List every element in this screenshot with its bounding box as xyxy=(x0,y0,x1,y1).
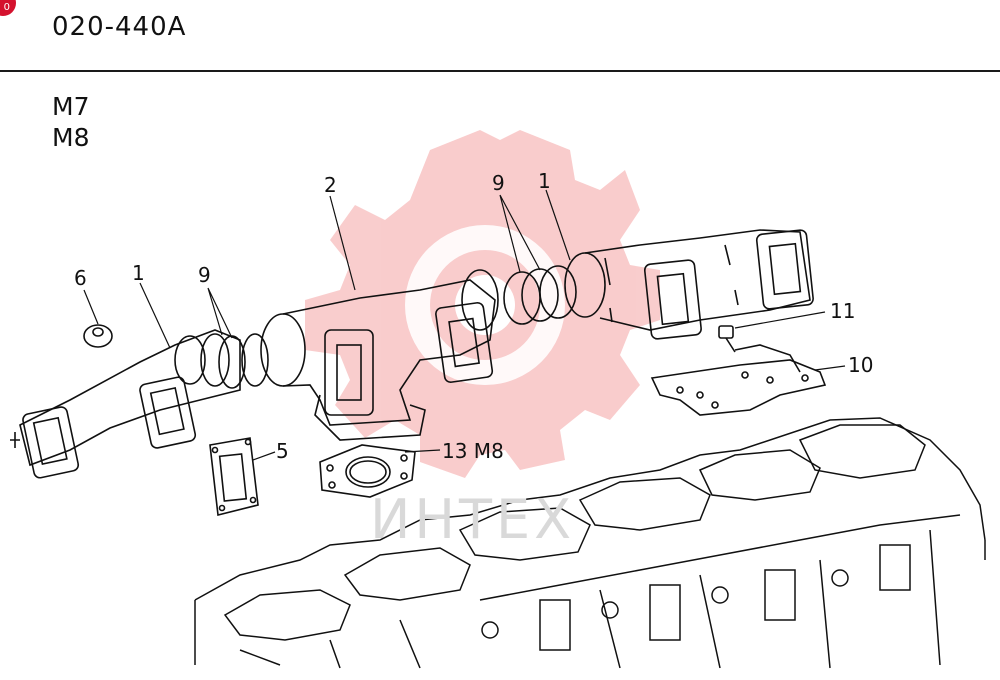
callout-5: 5 xyxy=(276,439,289,463)
callout-9-right: 9 xyxy=(492,171,505,195)
callout-2: 2 xyxy=(324,173,337,197)
sealing-rings-left xyxy=(200,333,269,389)
corner-badge-icon: 0 xyxy=(0,0,16,16)
callout-10: 10 xyxy=(848,353,873,377)
bolt-part-11 xyxy=(718,325,736,353)
callout-6: 6 xyxy=(74,266,87,290)
corner-badge-label: 0 xyxy=(3,2,10,13)
leader-lines xyxy=(83,189,846,461)
bracket-part-10 xyxy=(650,344,827,416)
callout-1-right: 1 xyxy=(538,169,551,193)
manifold-section-center xyxy=(260,269,499,441)
sealing-rings-right xyxy=(503,265,577,325)
document-code: 020-440A xyxy=(52,12,187,42)
manifold-section-left xyxy=(10,329,241,479)
watermark-gear-icon xyxy=(305,130,660,478)
model-label-m8: M8 xyxy=(52,123,90,152)
gasket-part-5 xyxy=(209,437,259,516)
callout-1-left: 1 xyxy=(132,261,145,285)
model-label-m7: M7 xyxy=(52,92,90,121)
callout-11: 11 xyxy=(830,299,855,323)
nut-part-6 xyxy=(83,324,113,348)
gasket-part-13 xyxy=(319,444,416,498)
watermark-text: ИНТЕХ xyxy=(370,488,576,551)
header-rule xyxy=(0,70,1000,72)
callout-9-left: 9 xyxy=(198,263,211,287)
cylinder-head xyxy=(194,417,986,669)
manifold-section-right xyxy=(564,229,814,340)
callout-13: 13 M8 xyxy=(442,439,504,463)
